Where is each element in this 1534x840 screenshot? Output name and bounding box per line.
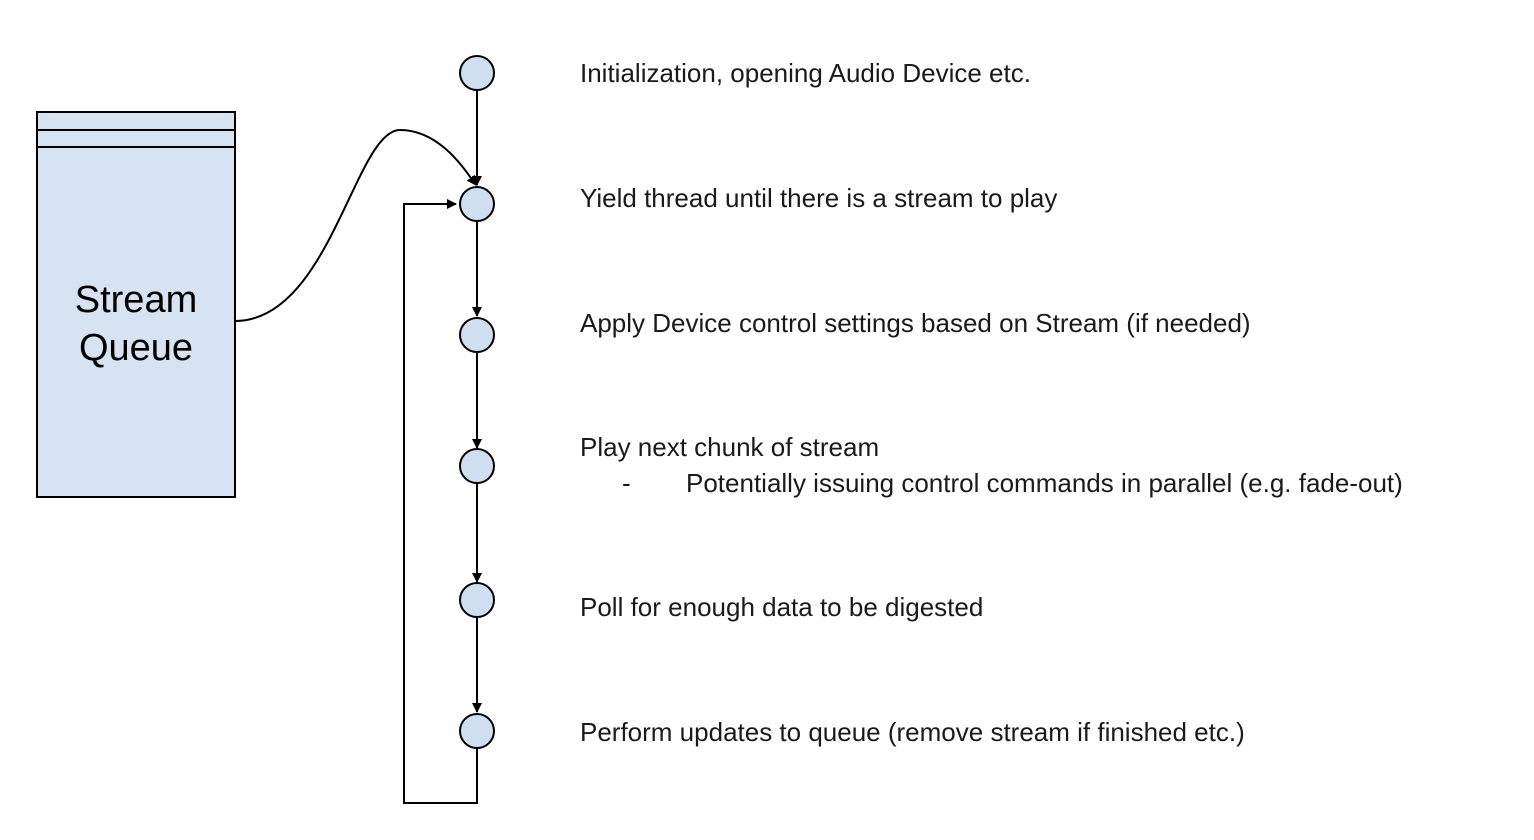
step-nodes xyxy=(459,55,495,749)
step-labels: Initialization, opening Audio Device etc… xyxy=(580,58,1403,747)
loop-back-connector xyxy=(403,199,478,804)
stream-queue: Stream Queue xyxy=(36,111,236,498)
step-label-play-chunk: Play next chunk of stream xyxy=(580,432,879,462)
queue-to-yield-connector xyxy=(234,128,477,322)
step-label-yield: Yield thread until there is a stream to … xyxy=(580,183,1057,213)
step-label-apply-settings: Apply Device control settings based on S… xyxy=(580,308,1251,338)
step-node-yield xyxy=(459,186,495,222)
stream-queue-label-line2: Queue xyxy=(79,327,193,369)
step-node-poll xyxy=(459,582,495,618)
stream-queue-box xyxy=(36,111,236,498)
step-node-play-chunk xyxy=(459,448,495,484)
step-node-update-queue xyxy=(459,713,495,749)
step-label-initialization: Initialization, opening Audio Device etc… xyxy=(580,58,1031,88)
stream-queue-label-line1: Stream xyxy=(75,279,197,321)
step-node-apply-settings xyxy=(459,317,495,353)
step-node-initialization xyxy=(459,55,495,91)
step-sublabel-play-chunk: Potentially issuing control commands in … xyxy=(686,468,1403,498)
step-label-update-queue: Perform updates to queue (remove stream … xyxy=(580,717,1245,747)
step-label-poll: Poll for enough data to be digested xyxy=(580,592,983,622)
step-bullet-dash: - xyxy=(622,468,631,498)
